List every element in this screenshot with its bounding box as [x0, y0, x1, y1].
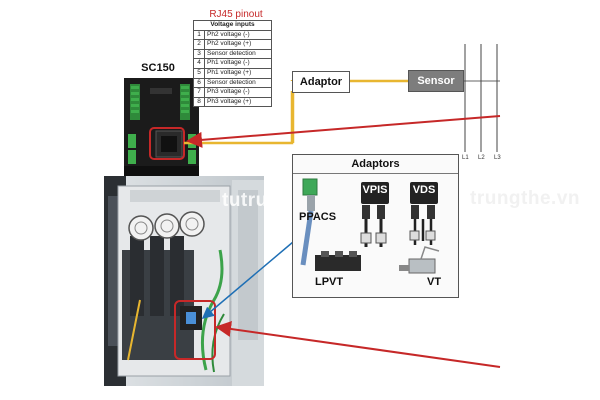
pointer-arrow-top [186, 115, 501, 148]
adaptors-title: Adaptors [351, 158, 400, 170]
ppacs-label: PPACS [299, 211, 337, 223]
vds-label: VDS [412, 184, 436, 196]
watermark-left: tutrung [16, 190, 86, 211]
power-lines [464, 44, 498, 152]
pin-description: Ph1 voltage (+) [204, 67, 272, 79]
pin-number: 8 [193, 96, 205, 108]
pin-number: 4 [193, 58, 205, 69]
adaptor-label: Adaptor [299, 76, 343, 88]
ppacs-connector [300, 178, 318, 266]
vds-device [409, 205, 436, 245]
connection-highlight [174, 300, 216, 360]
sc150-device [124, 78, 199, 176]
adaptor-box: Adaptor [292, 71, 350, 93]
pinout-header: Voltage inputs [193, 20, 272, 31]
pin-description: Sensor detection [204, 48, 272, 60]
vpis-tag: VPIS [361, 182, 389, 204]
line-label-l1: L1 [462, 155, 469, 161]
line-label-l2: L2 [478, 155, 485, 161]
watermark-right: trungthe.vn [470, 188, 580, 209]
rj45-title: RJ45 pinout [209, 9, 263, 20]
pointer-arrow-bottom [215, 321, 501, 368]
adaptor-illustrations [300, 178, 440, 274]
pin-number: 2 [193, 39, 205, 50]
lpvt-device [315, 251, 361, 271]
vpis-label: VPIS [362, 184, 388, 196]
pin-description: Ph3 voltage (-) [204, 87, 272, 98]
pin-number: 3 [193, 48, 205, 60]
adaptors-divider [293, 173, 458, 174]
pin-description: Ph2 voltage (+) [204, 39, 272, 50]
pin-number: 7 [193, 87, 205, 98]
pin-number: 5 [193, 67, 205, 79]
line-label-l3: L3 [494, 155, 501, 161]
pin-description: Ph2 voltage (-) [204, 29, 272, 41]
watermark-middle: tutrung [222, 190, 292, 211]
pin-description: Sensor detection [204, 77, 272, 89]
sensor-box: Sensor [408, 70, 464, 92]
lpvt-label: LPVT [315, 276, 344, 288]
adaptors-panel: Adaptors [292, 154, 459, 298]
device-label: SC150 [141, 62, 175, 74]
vpis-device [360, 205, 387, 247]
pin-description: Ph3 voltage (+) [204, 96, 272, 108]
pin-number: 1 [193, 29, 205, 41]
pin-number: 6 [193, 77, 205, 89]
adaptor-arrow [201, 241, 294, 319]
vds-tag: VDS [410, 182, 438, 204]
pin-description: Ph1 voltage (-) [204, 58, 272, 69]
vt-label: VT [427, 276, 442, 288]
vt-device [399, 246, 440, 274]
